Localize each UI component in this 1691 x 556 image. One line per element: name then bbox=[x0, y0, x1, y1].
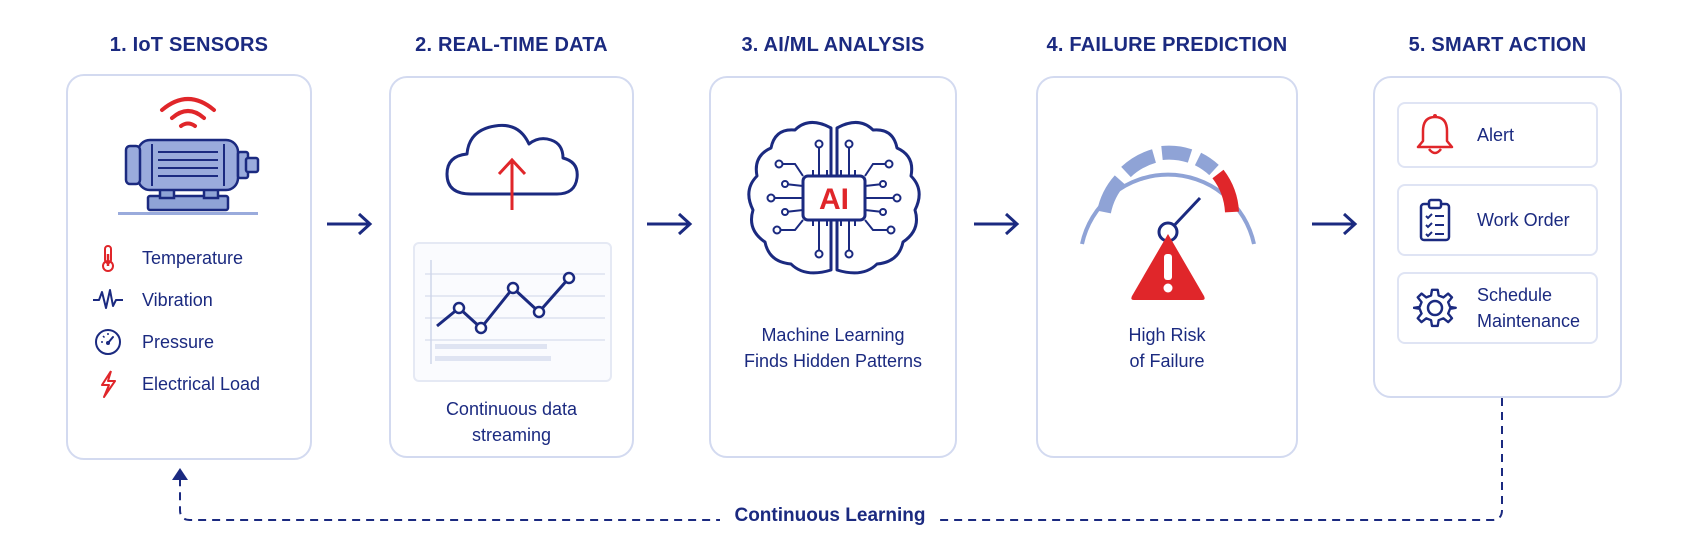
card-ai-ml-analysis: AI Machine Learning Finds Hidden Pattern… bbox=[709, 76, 957, 458]
realtime-caption-line2: streaming bbox=[471, 425, 552, 445]
flow-arrow-3-icon bbox=[974, 212, 1020, 236]
action-alert-button[interactable]: Alert bbox=[1397, 102, 1598, 168]
realtime-caption-line1: Continuous data bbox=[445, 399, 578, 419]
continuous-learning-label: Continuous Learning bbox=[720, 505, 940, 527]
card-smart-action: Alert Work Order Schedule Maintenance bbox=[1373, 76, 1622, 398]
sensor-row-vibration: Vibration bbox=[92, 286, 213, 314]
ai-brain-icon: AI bbox=[747, 121, 921, 275]
realtime-caption: Continuous data streaming bbox=[391, 396, 632, 448]
sensor-label-temperature: Temperature bbox=[142, 247, 244, 268]
action-label-schedule-maintenance: Schedule Maintenance bbox=[1477, 285, 1581, 331]
action-label-work-order: Work Order bbox=[1477, 210, 1570, 230]
step-title-iot-sensors: 1. IoT SENSORS bbox=[109, 34, 269, 56]
prediction-caption-line2: of Failure bbox=[1129, 351, 1205, 371]
action-schedule-maintenance-button[interactable]: Schedule Maintenance bbox=[1397, 272, 1598, 344]
analysis-caption-line1: Machine Learning bbox=[761, 325, 905, 345]
card-real-time-data: Continuous data streaming bbox=[389, 76, 634, 458]
step-title-ai-ml-analysis: 3. AI/ML ANALYSIS bbox=[741, 34, 925, 56]
step-title-real-time-data: 2. REAL-TIME DATA bbox=[415, 34, 608, 56]
gear-icon bbox=[1413, 286, 1457, 330]
sensor-label-electrical-load: Electrical Load bbox=[142, 373, 261, 394]
cloud-upload-icon bbox=[445, 123, 579, 210]
thermometer-icon bbox=[92, 244, 124, 272]
wifi-signal-icon bbox=[160, 97, 216, 128]
sensor-label-vibration: Vibration bbox=[142, 289, 213, 310]
sensor-row-electrical-load: Electrical Load bbox=[92, 370, 260, 398]
prediction-caption-line1: High Risk bbox=[1128, 325, 1206, 345]
card-iot-sensors: Temperature Vibration Pressure Electrica… bbox=[66, 74, 312, 460]
sensor-row-pressure: Pressure bbox=[92, 328, 214, 356]
step-title-smart-action: 5. SMART ACTION bbox=[1408, 34, 1587, 56]
clipboard-checklist-icon bbox=[1413, 198, 1457, 242]
data-stream-chart-panel bbox=[413, 242, 612, 382]
lightning-bolt-icon bbox=[92, 370, 124, 398]
motor-icon bbox=[118, 97, 260, 215]
ai-chip-text: AI bbox=[819, 183, 849, 216]
sensor-label-pressure: Pressure bbox=[142, 331, 215, 352]
action-label-alert: Alert bbox=[1477, 125, 1515, 145]
risk-gauge-icon bbox=[1080, 145, 1256, 245]
bell-icon bbox=[1413, 113, 1457, 157]
pressure-gauge-icon bbox=[92, 328, 124, 356]
card-failure-prediction: High Risk of Failure bbox=[1036, 76, 1298, 458]
action-work-order-button[interactable]: Work Order bbox=[1397, 184, 1598, 256]
flow-arrow-4-icon bbox=[1312, 212, 1358, 236]
flow-arrow-1-icon bbox=[327, 212, 373, 236]
step-title-failure-prediction: 4. FAILURE PREDICTION bbox=[1046, 34, 1288, 56]
sensor-row-temperature: Temperature bbox=[92, 244, 243, 272]
analysis-caption-line2: Finds Hidden Patterns bbox=[743, 351, 923, 371]
prediction-caption: High Risk of Failure bbox=[1038, 322, 1296, 374]
analysis-caption: Machine Learning Finds Hidden Patterns bbox=[711, 322, 955, 374]
flow-arrow-2-icon bbox=[647, 212, 693, 236]
line-chart-icon bbox=[425, 260, 605, 364]
vibration-wave-icon bbox=[92, 286, 124, 314]
warning-triangle-icon bbox=[1131, 234, 1205, 300]
